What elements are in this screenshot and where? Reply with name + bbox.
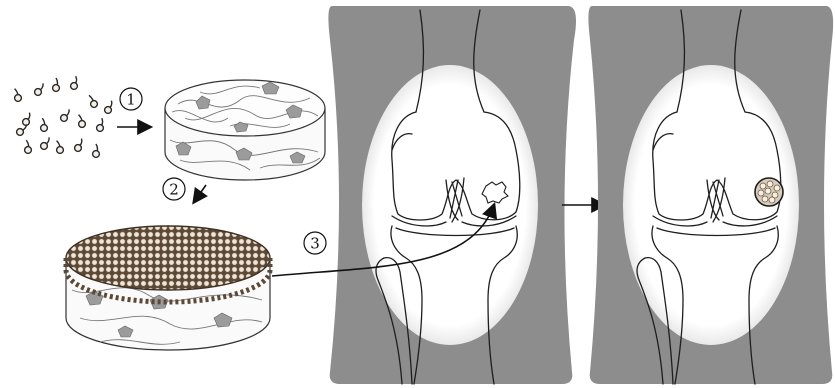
lipid-molecule-icon bbox=[61, 115, 68, 122]
lipid-molecule-icon bbox=[105, 107, 112, 114]
lipid-molecule-icon bbox=[97, 125, 104, 132]
lipid-molecules-group bbox=[15, 76, 112, 157]
implant-icon bbox=[755, 178, 783, 206]
step-2-label: 2 bbox=[169, 181, 179, 199]
lipid-molecule-icon bbox=[53, 85, 60, 92]
step-3-marker: 3 bbox=[304, 232, 326, 254]
lipid-molecule-icon bbox=[91, 101, 98, 108]
lipid-molecule-icon bbox=[17, 129, 24, 136]
step-1-marker: 1 bbox=[120, 88, 142, 110]
scaffold-disc-icon bbox=[165, 80, 325, 180]
knee-joint-icon bbox=[588, 6, 833, 384]
knee-joint-icon bbox=[328, 6, 576, 384]
step-2-marker: 2 bbox=[163, 178, 185, 200]
lipid-molecule-icon bbox=[57, 147, 64, 154]
step-1-label: 1 bbox=[126, 91, 136, 109]
coated-scaffold-icon bbox=[66, 226, 270, 350]
lipid-molecule-icon bbox=[71, 83, 78, 90]
lipid-molecule-icon bbox=[15, 95, 22, 102]
lipid-molecule-icon bbox=[41, 143, 48, 150]
lipid-molecule-icon bbox=[93, 151, 100, 158]
lipid-molecule-icon bbox=[23, 119, 30, 126]
lipid-molecule-icon bbox=[25, 147, 32, 154]
step-3-label: 3 bbox=[310, 235, 320, 253]
lipid-molecule-icon bbox=[41, 125, 48, 132]
arrow-icon bbox=[194, 185, 206, 202]
lipid-molecule-icon bbox=[79, 121, 86, 128]
lipid-molecule-icon bbox=[75, 145, 82, 152]
lipid-molecule-icon bbox=[35, 89, 42, 96]
